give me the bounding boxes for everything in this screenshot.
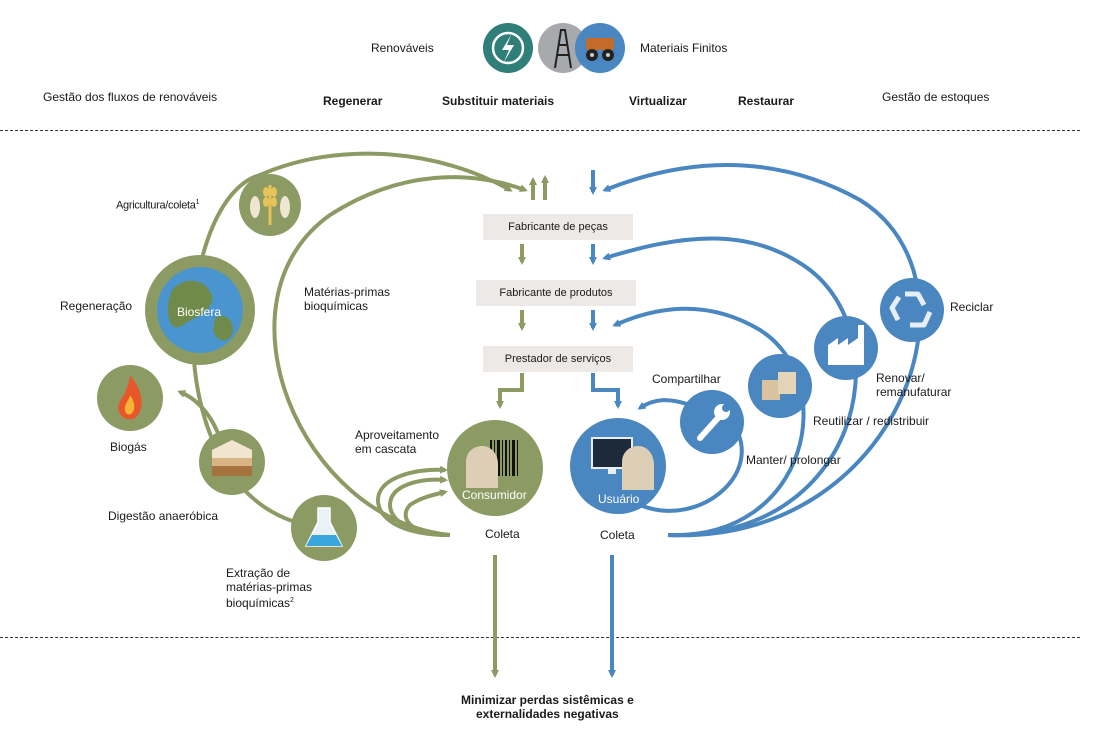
agricultura-text: Agricultura/coleta	[116, 199, 196, 212]
renovaveis-label: Renováveis	[371, 41, 434, 55]
oil-rig-icon	[538, 23, 588, 73]
blue-flows	[589, 163, 922, 678]
materiais-finitos-label: Materiais Finitos	[640, 41, 728, 55]
computer-person-icon	[570, 418, 666, 514]
gestao-renovaveis-label: Gestão dos fluxos de renováveis	[43, 90, 218, 104]
boxes-icon	[748, 354, 812, 418]
reciclar-label: Reciclar	[950, 300, 994, 314]
minimizar-label: Minimizar perdas sistêmicas e externalid…	[461, 693, 634, 721]
biosfera-label: Biosfera	[177, 305, 222, 319]
barcode-person-icon	[447, 420, 543, 516]
soil-layers-icon	[199, 429, 265, 495]
extracao-label: Extração de matérias-primas bioquímicas2	[226, 566, 312, 610]
compartilhar-label: Compartilhar	[652, 372, 721, 386]
mining-truck-icon	[575, 23, 625, 73]
globe-icon	[145, 255, 255, 365]
coleta-bio-label: Coleta	[485, 527, 520, 541]
wrench-icon	[680, 390, 744, 454]
materias-primas-label: Matérias-primas bioquímicas	[304, 285, 391, 313]
bottom-divider	[0, 637, 1080, 638]
extracao-text: Extração de matérias-primas bioquímicas	[226, 566, 313, 610]
restaurar-label: Restaurar	[738, 94, 795, 108]
factory-icon	[814, 316, 878, 380]
regeneracao-label: Regeneração	[60, 299, 133, 313]
virtualizar-label: Virtualizar	[629, 94, 687, 108]
top-divider	[0, 130, 1080, 131]
usuario-label: Usuário	[598, 492, 640, 506]
digestao-label: Digestão anaeróbica	[108, 509, 219, 523]
lightning-icon	[483, 23, 533, 73]
manter-label: Manter/ prolongar	[746, 453, 841, 467]
renovar-label: Renovar/ remanufaturar	[876, 371, 952, 399]
prestador-servicos-box: Prestador de serviços	[483, 346, 633, 372]
gestao-estoques-label: Gestão de estoques	[882, 90, 990, 104]
aproveitamento-label: Aproveitamento em cascata	[355, 428, 440, 456]
reutilizar-label: Reutilizar / redistribuir	[813, 414, 930, 428]
agricultura-footnote: 1	[195, 199, 200, 206]
recycle-icon	[880, 278, 944, 342]
extracao-footnote: 2	[290, 597, 294, 604]
flask-icon	[291, 495, 357, 561]
wheat-fish-icon	[239, 174, 301, 236]
flame-icon	[97, 365, 163, 431]
fabricante-produtos-box: Fabricante de produtos	[476, 280, 636, 306]
agricultura-label: Agricultura/coleta1	[116, 196, 199, 213]
fabricante-pecas-box: Fabricante de peças	[483, 214, 633, 240]
regenerar-label: Regenerar	[323, 94, 383, 108]
biogas-label: Biogás	[110, 440, 147, 454]
coleta-tech-label: Coleta	[600, 528, 635, 542]
consumidor-label: Consumidor	[462, 488, 527, 502]
substituir-label: Substituir materiais	[442, 94, 555, 108]
